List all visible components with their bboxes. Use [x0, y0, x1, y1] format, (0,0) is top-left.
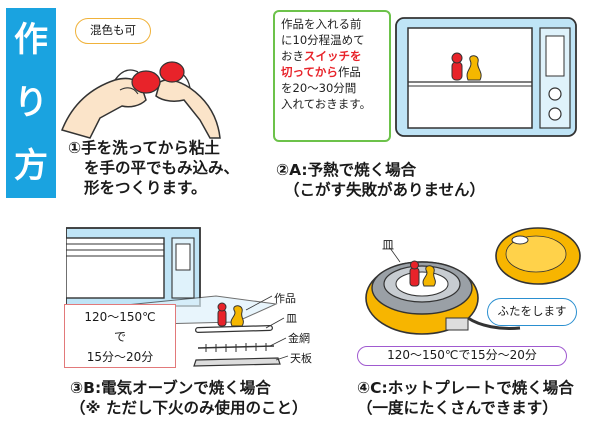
- step2-line: （こがす失敗がありません）: [284, 181, 486, 199]
- side-heading-char: 作: [14, 19, 48, 60]
- note-line: を20～30分間: [281, 81, 357, 95]
- mixing-ok-bubble: 混色も可: [75, 18, 151, 44]
- step1-line: 形をつくります。: [84, 179, 207, 197]
- label-rack: 金網: [288, 332, 310, 345]
- side-heading-char: り: [14, 82, 48, 123]
- hands-kneading-illustration: [60, 61, 221, 139]
- step2-caption: ②A:予熱で焼く場合 （こがす失敗がありません）: [276, 160, 485, 200]
- note-line: 切ってから作品: [281, 65, 361, 79]
- hotplate-lid: [495, 227, 581, 285]
- wire-rack: [197, 343, 275, 352]
- lid-bubble-text: ふたをします: [497, 304, 567, 318]
- temp-line: 15分～20分: [86, 350, 154, 364]
- step4-caption: ④C:ホットプレートで焼く場合 （一度にたくさんできます）: [357, 378, 574, 418]
- preheat-note: 作品を入れる前 に10分程温めて おきスイッチを 切ってから作品 を20～30分…: [273, 10, 391, 142]
- label-hotplate-plate: 皿: [382, 238, 395, 252]
- step1-caption: ①手を洗ってから粘土 を手の平でもみ込み、 形をつくります。: [68, 138, 239, 198]
- step3-line: ③B:電気オーブンで焼く場合: [70, 379, 271, 397]
- step4-line: ④C:ホットプレートで焼く場合: [357, 379, 574, 397]
- clay-works: [451, 52, 482, 81]
- label-work: 作品: [274, 292, 296, 305]
- step3-caption: ③B:電気オーブンで焼く場合 （※ ただし下火のみ使用のこと）: [70, 378, 307, 418]
- lid-bubble: ふたをします: [487, 298, 577, 326]
- label-plate: 皿: [286, 312, 297, 325]
- oven-illustration: [395, 17, 577, 137]
- note-line: 作品を入れる前: [281, 17, 362, 31]
- baking-tray: [193, 357, 281, 367]
- note-line: 入れておきます。: [281, 97, 372, 111]
- step2-line: ②A:予熱で焼く場合: [276, 161, 417, 179]
- temp-line: 120～150℃: [84, 310, 156, 324]
- note-line: に10分程温めて: [281, 33, 365, 47]
- hotplate-temp-box: 120～150℃で15分～20分: [357, 346, 567, 366]
- temp-line: で: [113, 330, 126, 344]
- hotplate-illustration: [365, 227, 581, 335]
- step4-line: （一度にたくさんできます）: [357, 399, 558, 417]
- mixing-ok-text: 混色も可: [90, 23, 136, 37]
- hotplate-temp-text: 120～150℃で15分～20分: [387, 348, 537, 362]
- side-heading: 作 り 方: [6, 8, 56, 198]
- side-heading-char: 方: [14, 146, 48, 187]
- oven-temp-box: 120～150℃ で 15分～20分: [64, 304, 176, 368]
- note-line: おきスイッチを: [281, 49, 362, 63]
- step1-line: を手の平でもみ込み、: [84, 159, 240, 177]
- plate-with-works: [195, 302, 273, 333]
- clay-pieces: [131, 61, 185, 94]
- label-tray: 天板: [290, 352, 312, 365]
- electric-oven-illustration: [66, 227, 289, 367]
- step3-line: （※ ただし下火のみ使用のこと）: [70, 399, 308, 417]
- step1-line: ①手を洗ってから粘土: [68, 139, 220, 157]
